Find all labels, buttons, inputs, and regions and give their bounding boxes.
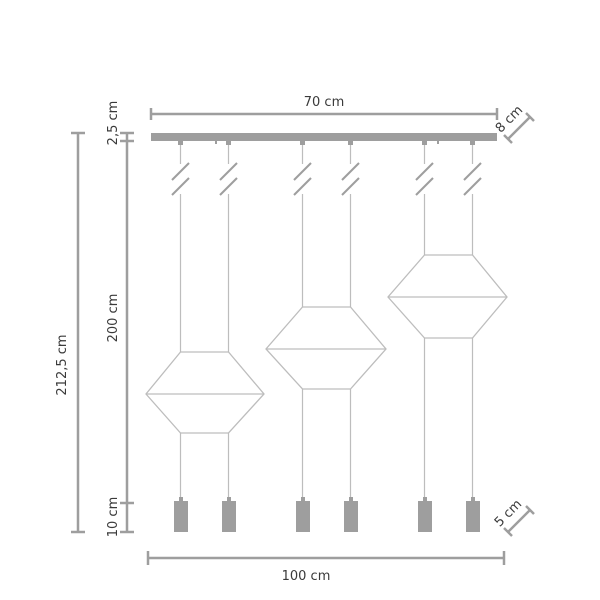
dimension-canopy-depth: [503, 112, 535, 144]
break-mark-1: [171, 162, 190, 196]
shade-6: [466, 497, 480, 532]
label-canopy-length: 70 cm: [304, 95, 345, 110]
dimension-inner-heights: [120, 131, 134, 534]
shade-2: [222, 497, 236, 532]
pendant-right: [387, 254, 508, 339]
label-shade-diameter: 5 cm: [492, 497, 525, 530]
break-marks: [171, 162, 482, 196]
dimension-canopy-length: [149, 108, 499, 120]
dimension-overall-width: [146, 551, 506, 565]
shades: [174, 497, 480, 532]
pendant-left: [145, 351, 265, 434]
canopy-bar: [151, 133, 497, 141]
label-overall-width: 100 cm: [282, 569, 331, 584]
shade-3: [296, 497, 310, 532]
label-canopy-height: 2,5 cm: [106, 101, 121, 146]
label-canopy-depth: 8 cm: [493, 103, 526, 136]
dimension-shade-diameter: [503, 505, 535, 537]
break-mark-6: [463, 162, 482, 196]
shade-5: [418, 497, 432, 532]
break-mark-3: [293, 162, 312, 196]
canopy-mount-points: [178, 141, 475, 145]
label-total-height: 212,5 cm: [55, 334, 70, 395]
label-cable-length: 200 cm: [106, 294, 121, 343]
break-mark-4: [341, 162, 360, 196]
wires: [179, 145, 474, 500]
break-mark-5: [415, 162, 434, 196]
pendant-middle: [265, 306, 387, 390]
shade-4: [344, 497, 358, 532]
break-mark-2: [219, 162, 238, 196]
label-shade-height: 10 cm: [106, 497, 121, 538]
dimension-total-height: [71, 131, 85, 534]
shade-1: [174, 497, 188, 532]
